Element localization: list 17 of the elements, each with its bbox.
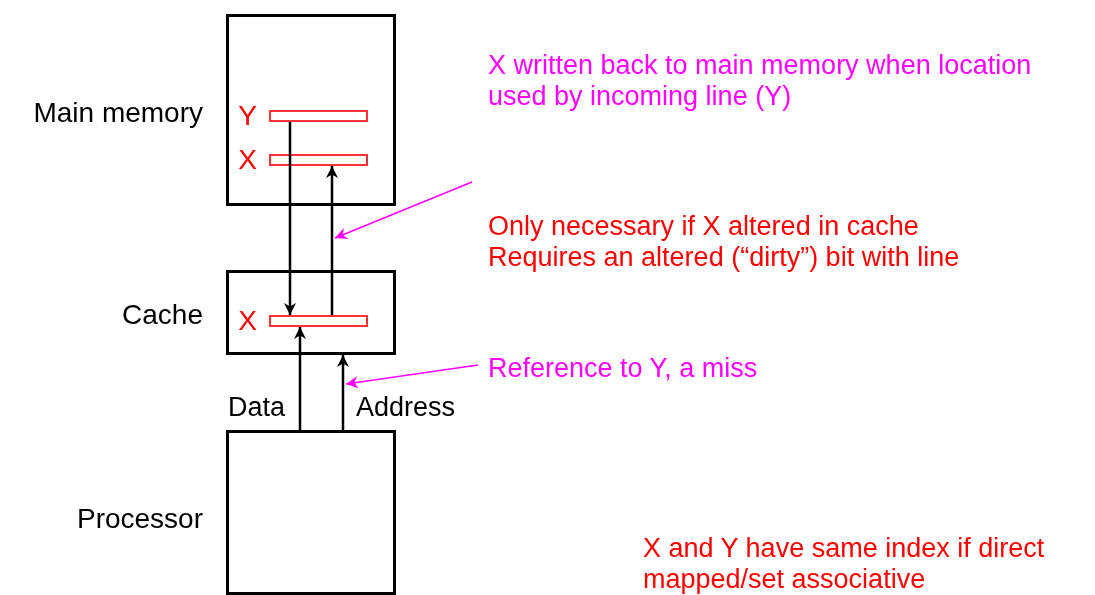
arrow bbox=[284, 122, 296, 315]
line-label: Y bbox=[238, 102, 257, 130]
box-heading: Cache bbox=[122, 301, 203, 329]
arrow bbox=[326, 166, 338, 315]
annotation-text: Requires an altered (“dirty”) bit with line bbox=[488, 242, 961, 273]
box-heading: Processor bbox=[76, 505, 203, 533]
note-text: X and Y have same index if direct mapped/set associative bbox=[643, 533, 1046, 595]
annotation-text: Reference to Y, a miss bbox=[488, 353, 759, 384]
leader-line bbox=[334, 181, 473, 239]
note-text: X written back to main memory when location used by incoming line (Y) bbox=[488, 50, 1033, 112]
annotation-text: Only necessary if X altered in cache bbox=[488, 211, 920, 242]
arrow bbox=[294, 327, 306, 430]
leader-line bbox=[345, 364, 479, 389]
line-label: X bbox=[238, 146, 257, 174]
arrow bbox=[337, 355, 349, 430]
line-label: X bbox=[238, 307, 257, 335]
box-heading: Main memory bbox=[33, 99, 203, 127]
